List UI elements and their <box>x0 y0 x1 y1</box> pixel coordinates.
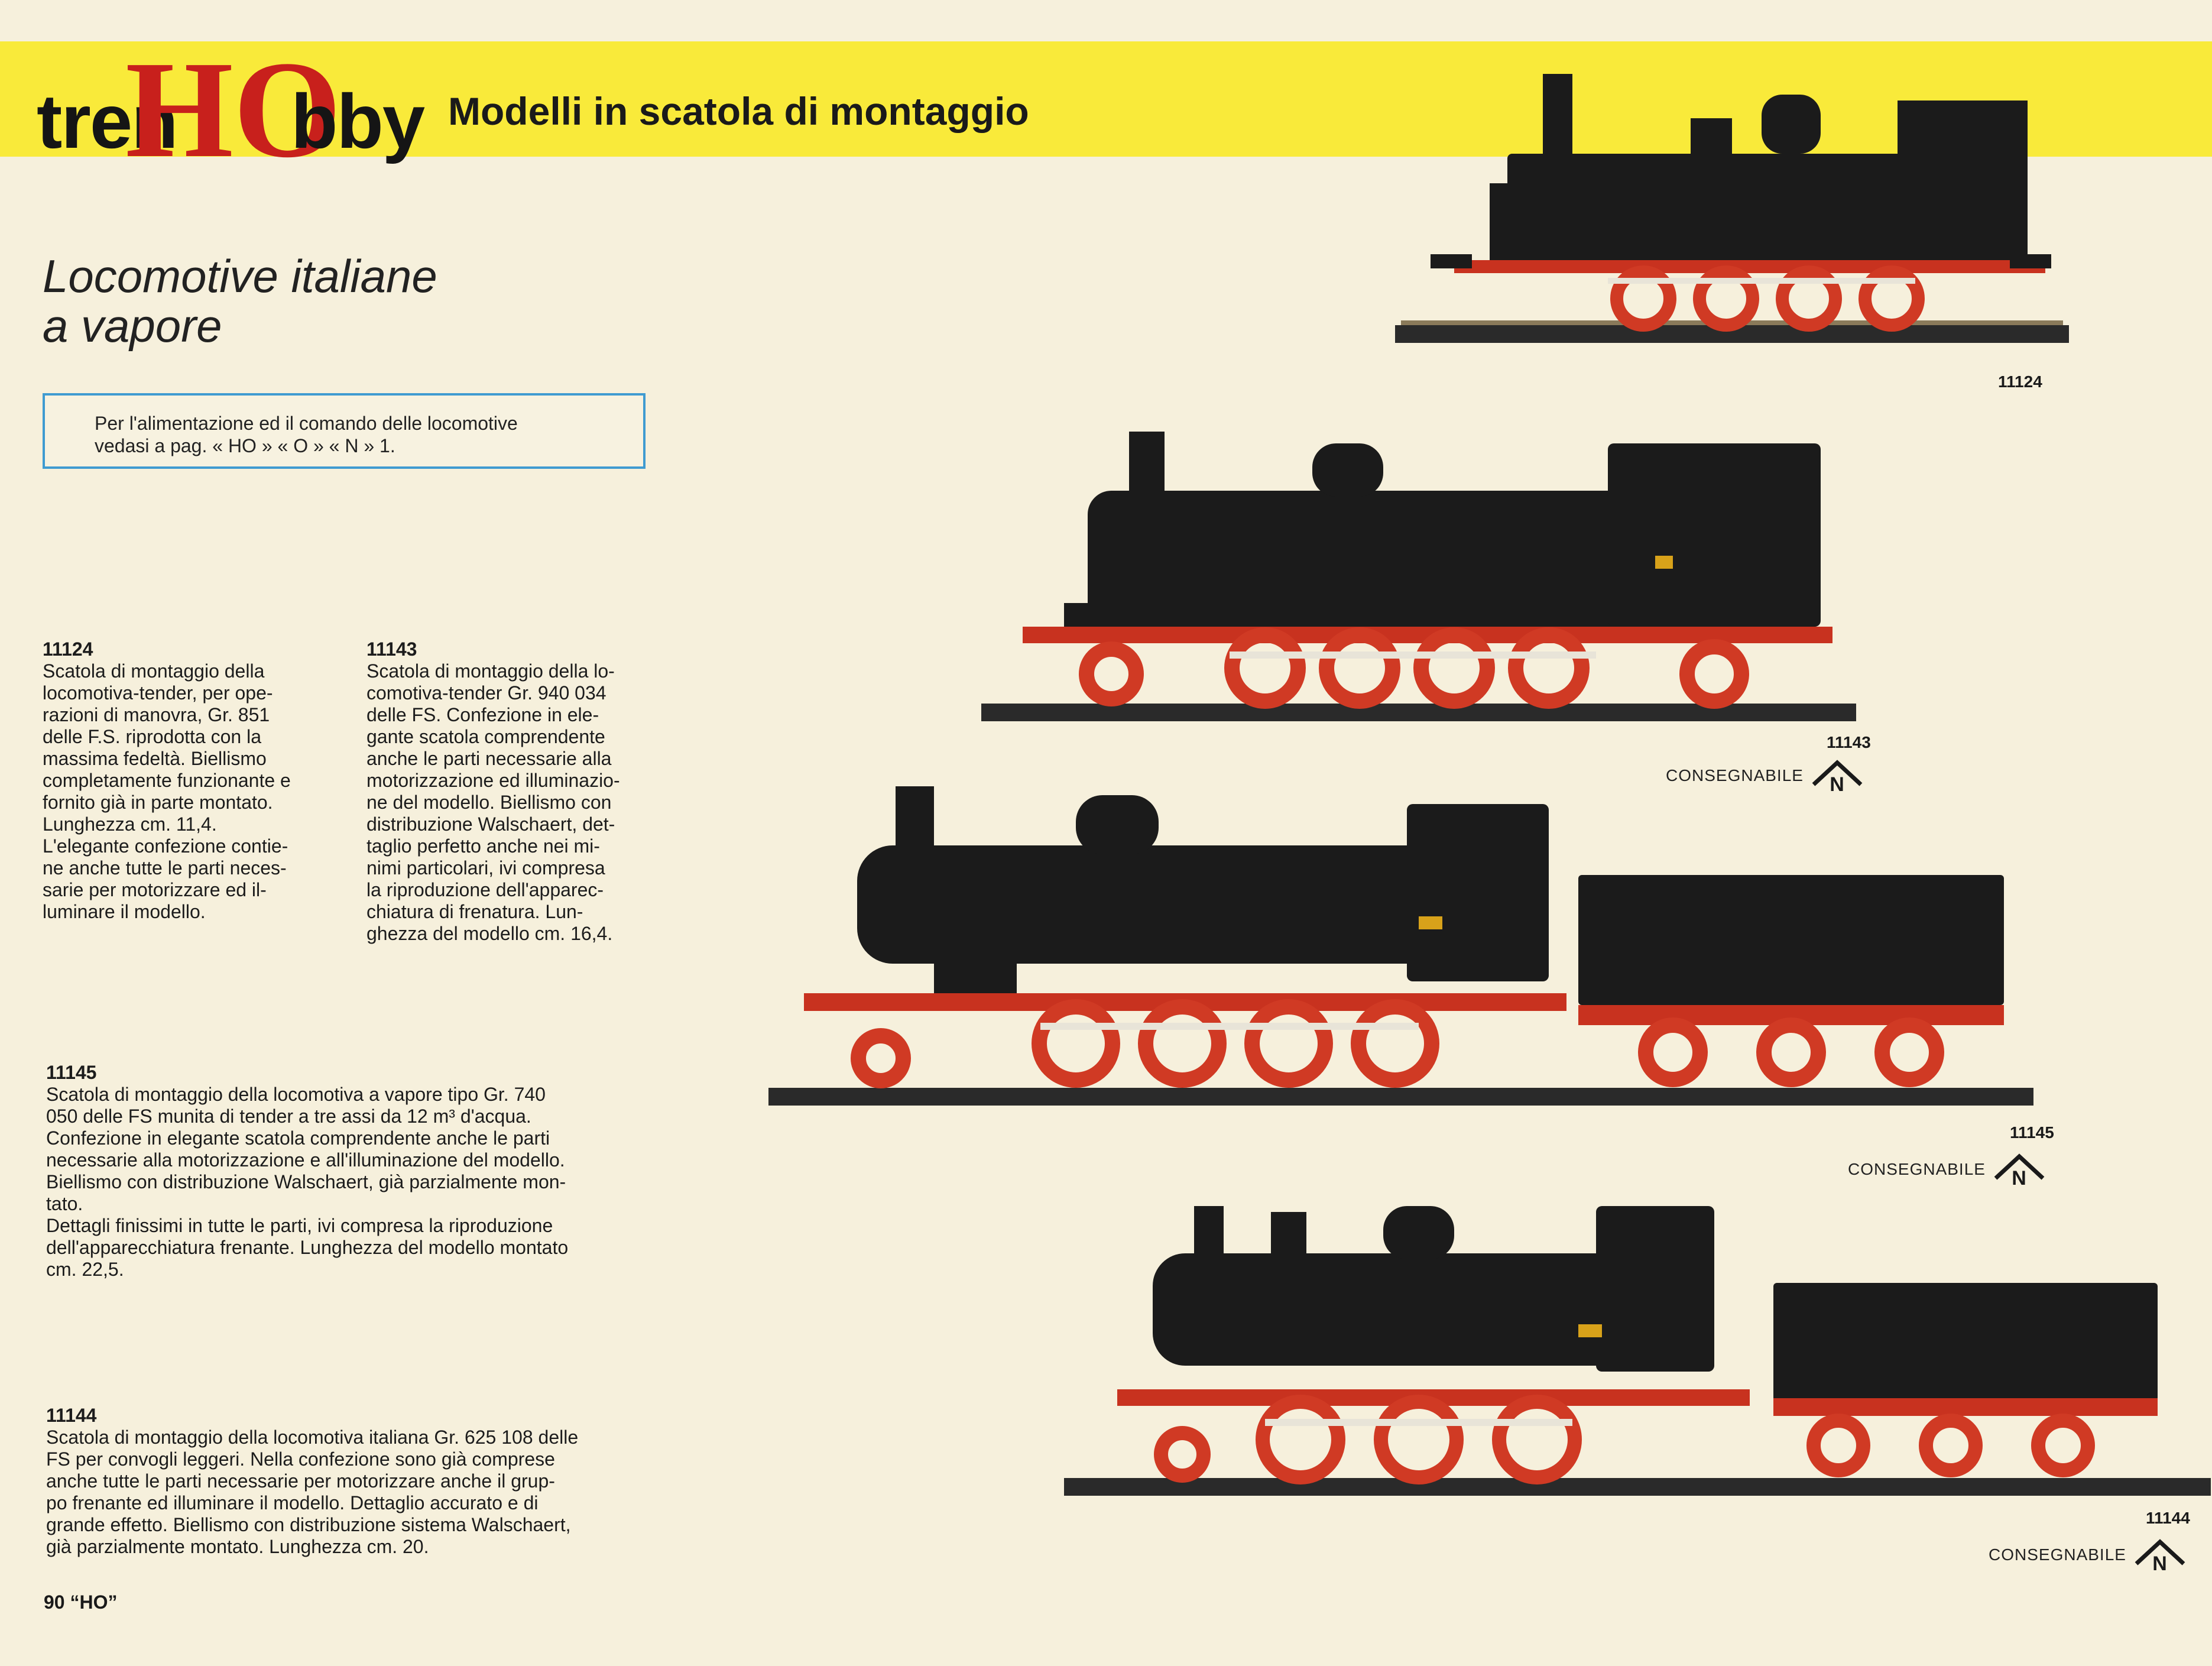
product-code: 11124 <box>43 638 93 660</box>
locomotive-11145-image <box>768 786 2033 1106</box>
consegnabile-badge-11144: CONSEGNABILE N <box>1989 1537 2187 1573</box>
logo-suffix: bby <box>291 78 425 164</box>
locomotive-11144-image <box>1064 1206 2211 1496</box>
consegnabile-badge-11143: CONSEGNABILE N <box>1666 758 1864 793</box>
consegnabile-text: CONSEGNABILE <box>1848 1160 1986 1178</box>
n-scale-icon: N <box>1994 1153 2045 1187</box>
banner-subtitle: Modelli in scatola di montaggio <box>448 89 1029 133</box>
trenhobby-logo: tren HO bby <box>37 35 439 179</box>
image-label-11143: 11143 <box>1827 733 1871 751</box>
power-note-box: Per l'alimentazione ed il comando delle … <box>43 393 646 469</box>
page-number: 90 “HO” <box>44 1592 118 1613</box>
product-description-11124: 11124 Scatola di montaggio della locomot… <box>43 638 338 923</box>
image-label-11145: 11145 <box>2010 1123 2054 1142</box>
note-line-1: Per l'alimentazione ed il comando delle … <box>95 413 518 434</box>
product-description-11145: 11145 Scatola di montaggio della locomot… <box>46 1062 673 1281</box>
page-heading: Locomotive italiane a vapore <box>43 251 437 351</box>
consegnabile-badge-11145: CONSEGNABILE N <box>1848 1152 2046 1187</box>
logo-ho-mark: HO <box>125 33 342 186</box>
product-code: 11145 <box>46 1062 97 1083</box>
svg-text:N: N <box>2152 1552 2168 1573</box>
svg-text:N: N <box>1830 773 1845 793</box>
image-label-11124: 11124 <box>1998 372 2042 391</box>
product-description-11144: 11144 Scatola di montaggio della locomot… <box>46 1405 673 1558</box>
header-banner <box>0 41 2212 157</box>
locomotive-11124-image <box>1395 74 2069 343</box>
locomotive-11143-image <box>981 432 1856 721</box>
image-label-11144: 11144 <box>2146 1509 2190 1527</box>
product-description-11143: 11143 Scatola di montaggio della lo- com… <box>366 638 662 945</box>
consegnabile-text: CONSEGNABILE <box>1666 766 1804 785</box>
n-scale-icon: N <box>1812 760 1863 793</box>
product-text: Scatola di montaggio della locomotiva a … <box>46 1084 569 1280</box>
product-code: 11143 <box>366 638 417 660</box>
product-text: Scatola di montaggio della lo- comotiva-… <box>366 660 620 944</box>
logo-prefix: tren <box>37 78 179 164</box>
svg-text:N: N <box>2012 1167 2027 1187</box>
product-text: Scatola di montaggio della locomotiva-te… <box>43 660 291 922</box>
consegnabile-text: CONSEGNABILE <box>1989 1545 2126 1564</box>
note-line-2: vedasi a pag. « HO » « O » « N » 1. <box>95 435 395 456</box>
n-scale-icon: N <box>2135 1539 2185 1573</box>
heading-line-2: a vapore <box>43 300 222 352</box>
product-code: 11144 <box>46 1405 97 1426</box>
heading-line-1: Locomotive italiane <box>43 250 437 302</box>
product-text: Scatola di montaggio della locomotiva it… <box>46 1427 579 1557</box>
